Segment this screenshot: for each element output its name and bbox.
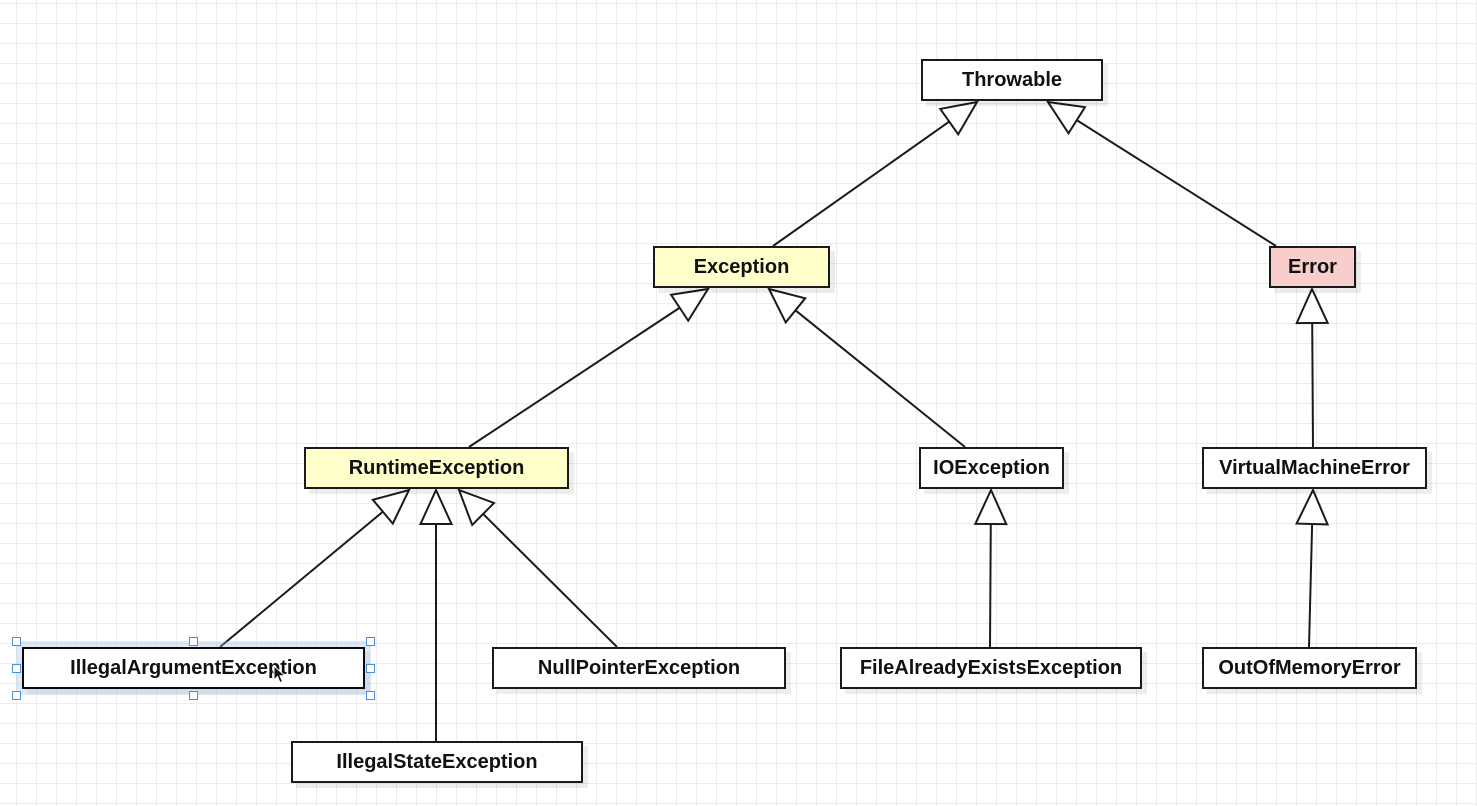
node-label: Throwable [961, 68, 1062, 91]
node-illegal-state-exception[interactable]: IllegalStateException [291, 741, 583, 783]
node-io-exception[interactable]: IOException [919, 447, 1064, 489]
node-label: Exception [693, 255, 790, 278]
node-runtime-exception[interactable]: RuntimeException [304, 447, 569, 489]
node-null-pointer-exception[interactable]: NullPointerException [492, 647, 786, 689]
node-label: OutOfMemoryError [1218, 656, 1401, 679]
generalization-arrowhead-icon [418, 487, 454, 525]
generalization-arrowhead-icon [669, 287, 711, 323]
generalization-arrowhead-icon [938, 100, 979, 137]
resize-handle-middle-right[interactable] [366, 664, 375, 673]
generalization-arrowhead-icon [1295, 286, 1330, 325]
resize-handle-middle-left[interactable] [12, 664, 21, 673]
node-exception[interactable]: Exception [653, 246, 830, 288]
node-label: VirtualMachineError [1219, 456, 1410, 479]
node-error[interactable]: Error [1269, 246, 1356, 288]
node-throwable[interactable]: Throwable [921, 59, 1103, 101]
resize-handle-bottom-left[interactable] [12, 691, 21, 700]
node-label: FileAlreadyExistsException [859, 656, 1123, 679]
edge-exception-to-throwable[interactable] [772, 120, 950, 247]
generalization-arrowhead-icon [973, 487, 1008, 526]
node-label: IllegalStateException [336, 750, 538, 773]
node-label: RuntimeException [348, 456, 525, 479]
mouse-pointer-icon [273, 665, 287, 684]
edge-file_already_exists_exception-to-io_exception[interactable] [989, 523, 992, 648]
generalization-arrowhead-icon [371, 488, 411, 526]
resize-handle-top-center[interactable] [189, 637, 198, 646]
generalization-arrowhead-icon [457, 488, 496, 527]
edge-io_exception-to-exception[interactable] [794, 309, 966, 448]
edge-null_pointer_exception-to-runtime_exception[interactable] [482, 513, 618, 648]
resize-handle-bottom-right[interactable] [366, 691, 375, 700]
resize-handle-top-left[interactable] [12, 637, 21, 646]
edge-out_of_memory_error-to-virtual_machine_error[interactable] [1308, 523, 1314, 648]
edge-virtual_machine_error-to-error[interactable] [1311, 322, 1314, 448]
node-virtual-machine-error[interactable]: VirtualMachineError [1202, 447, 1427, 489]
node-label: IllegalArgumentException [70, 656, 317, 679]
edge-illegal_argument_exception-to-runtime_exception[interactable] [219, 510, 384, 648]
generalization-arrowhead-icon [1295, 487, 1330, 526]
node-file-already-exists-exception[interactable]: FileAlreadyExistsException [840, 647, 1142, 689]
edge-error-to-throwable[interactable] [1076, 119, 1277, 247]
edge-runtime_exception-to-exception[interactable] [468, 306, 681, 448]
resize-handle-bottom-center[interactable] [189, 691, 198, 700]
node-label: Error [1288, 255, 1337, 278]
node-label: IOException [933, 456, 1050, 479]
resize-handle-top-right[interactable] [366, 637, 375, 646]
generalization-arrowhead-icon [1045, 100, 1087, 136]
node-label: NullPointerException [537, 656, 741, 679]
node-out-of-memory-error[interactable]: OutOfMemoryError [1202, 647, 1417, 689]
generalization-arrowhead-icon [767, 287, 807, 325]
node-illegal-argument-exception[interactable]: IllegalArgumentException [22, 647, 365, 689]
